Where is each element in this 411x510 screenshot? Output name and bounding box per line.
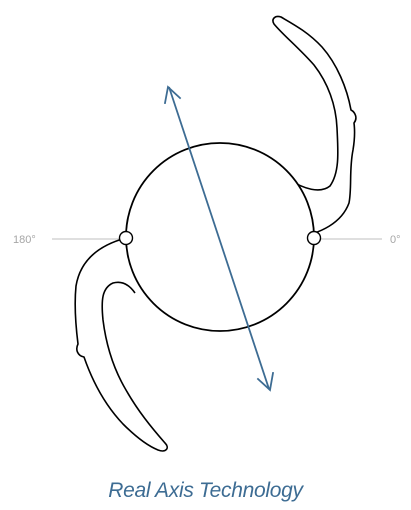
alignment-arrow-shaft xyxy=(168,86,270,390)
upper-haptic xyxy=(272,15,357,239)
axis-label-0: 0° xyxy=(390,234,401,246)
axis-marker-right xyxy=(306,230,322,246)
arrow-head-bottom-icon xyxy=(256,371,275,392)
axis-label-180: 180° xyxy=(13,234,36,246)
axis-marker-left xyxy=(118,230,134,246)
caption: Real Axis Technology xyxy=(108,479,303,502)
lower-haptic xyxy=(74,237,168,452)
arrow-head-top-icon xyxy=(163,85,182,105)
optic-circle xyxy=(125,142,315,332)
